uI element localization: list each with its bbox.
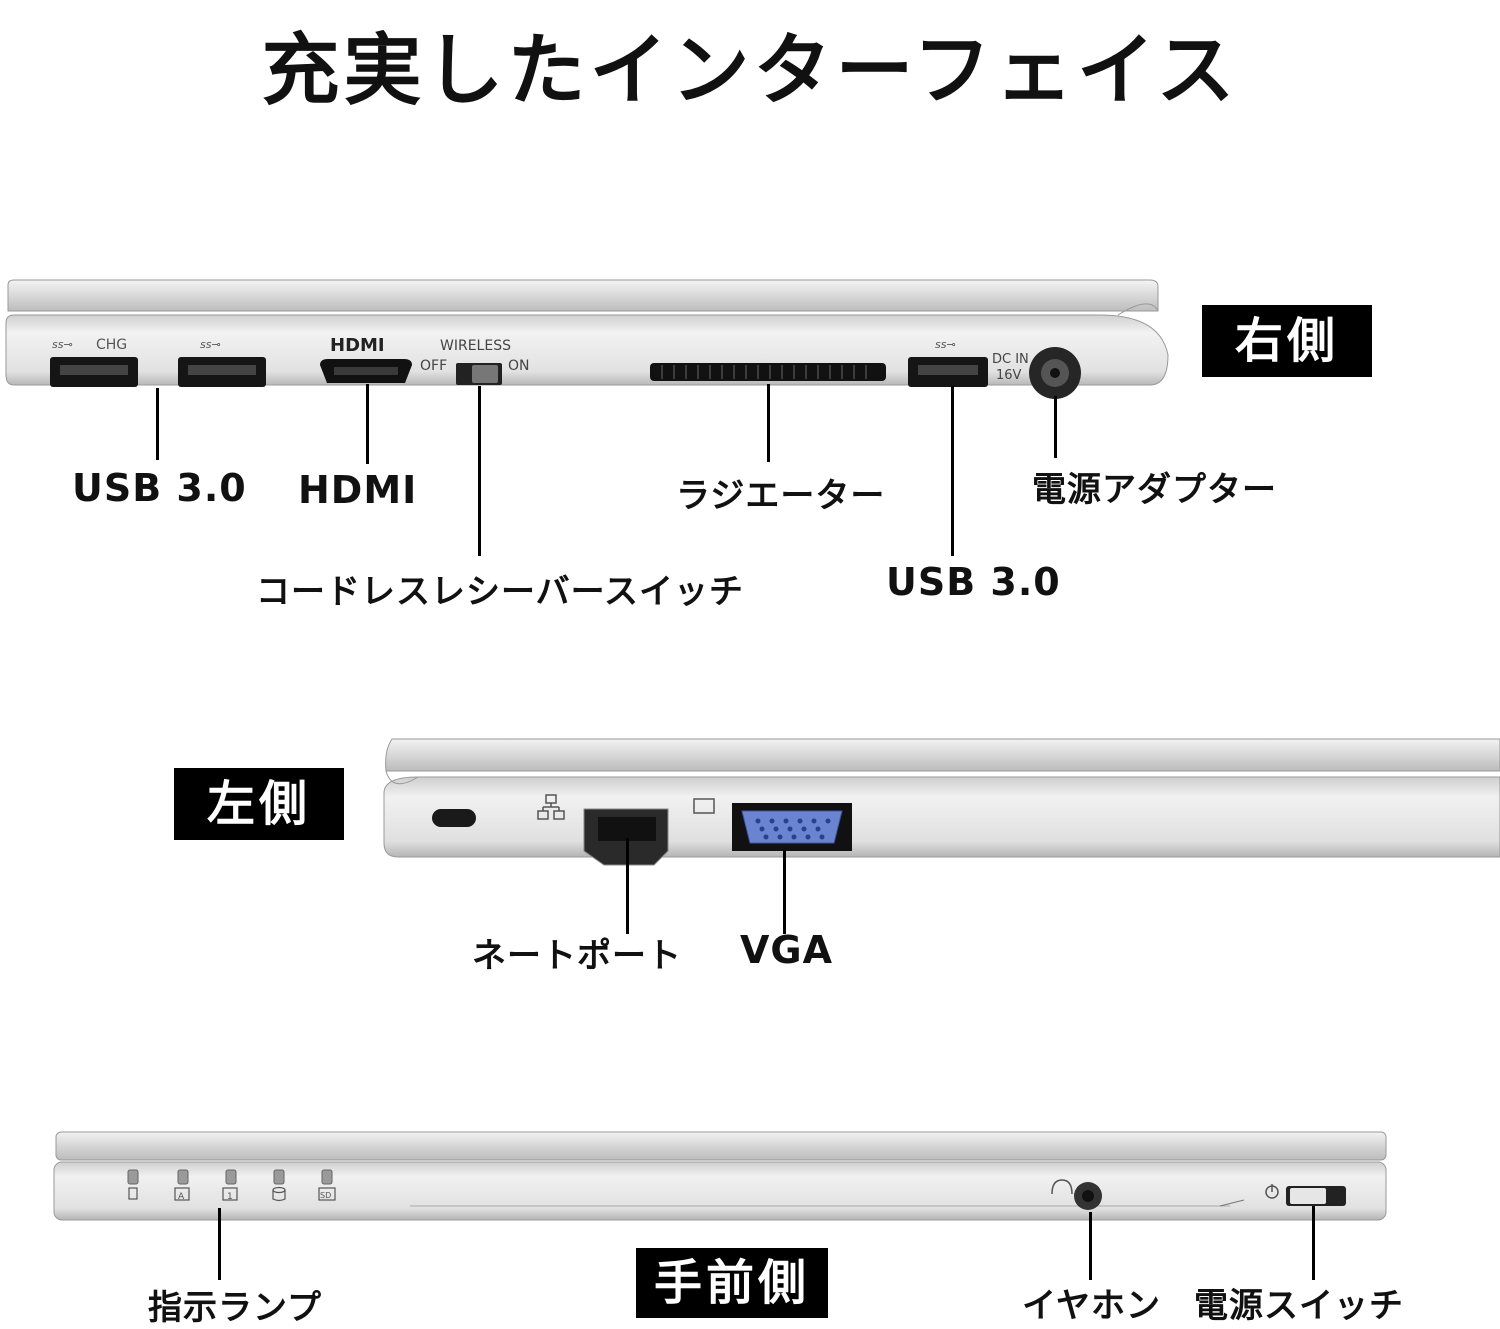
usb-chg-print: CHG — [96, 337, 127, 353]
usb1-label: USB 3.0 — [72, 466, 247, 510]
indicator-glyph-1: 1 — [227, 1192, 233, 1202]
switch-leader — [478, 386, 481, 556]
hdmi-leader — [366, 384, 369, 464]
usb2-leader — [951, 386, 954, 556]
indicator-leader — [218, 1208, 221, 1280]
front-side-laptop-image: A 1 SD — [53, 1131, 1387, 1221]
right-side-laptop-image: ss⊸ CHG ss⊸ HDMI WIRELESS OFF ON ss⊸ DC … — [5, 279, 1169, 399]
power-switch-label: 電源スイッチ — [1194, 1286, 1404, 1326]
lan-label: ネートポート — [472, 936, 682, 976]
radiator-label: ラジエーター — [676, 476, 886, 516]
hdmi-logo: HDMI — [330, 335, 385, 356]
vga-leader — [783, 850, 786, 934]
power-switch-leader — [1312, 1206, 1315, 1280]
voltage-print: 16V — [996, 368, 1022, 383]
hdmi-label: HDMI — [298, 468, 418, 512]
svg-text:ss⊸: ss⊸ — [200, 338, 221, 351]
power-adapter-label: 電源アダプター — [1032, 470, 1277, 510]
indicator-glyph-sd: SD — [320, 1191, 331, 1200]
left-side-laptop-image — [383, 738, 1500, 866]
off-print: OFF — [420, 358, 447, 374]
right-side-tag: 右側 — [1202, 305, 1372, 377]
radiator-leader — [767, 384, 770, 462]
security-lock-slot — [432, 809, 476, 827]
earphone-label: イヤホン — [1022, 1286, 1161, 1326]
usb2-label: USB 3.0 — [886, 560, 1061, 604]
svg-text:ss⊸: ss⊸ — [935, 338, 956, 351]
svg-text:ss⊸: ss⊸ — [52, 338, 73, 351]
left-side-tag: 左側 — [174, 768, 344, 840]
earphone-leader — [1089, 1212, 1092, 1280]
front-side-tag: 手前側 — [636, 1248, 828, 1318]
lan-leader — [626, 838, 629, 934]
dcin-print: DC IN — [992, 352, 1029, 367]
vga-label: VGA — [740, 928, 834, 972]
switch-label: コードレスレシーバースイッチ — [256, 572, 744, 612]
indicator-glyph-a: A — [178, 1192, 185, 1202]
wireless-print: WIRELESS — [440, 338, 511, 354]
on-print: ON — [508, 358, 530, 374]
indicator-label: 指示ランプ — [148, 1288, 322, 1328]
page-title: 充実したインターフェイス — [261, 26, 1239, 116]
usb1-leader — [156, 388, 159, 460]
power-adapter-leader — [1054, 396, 1057, 458]
